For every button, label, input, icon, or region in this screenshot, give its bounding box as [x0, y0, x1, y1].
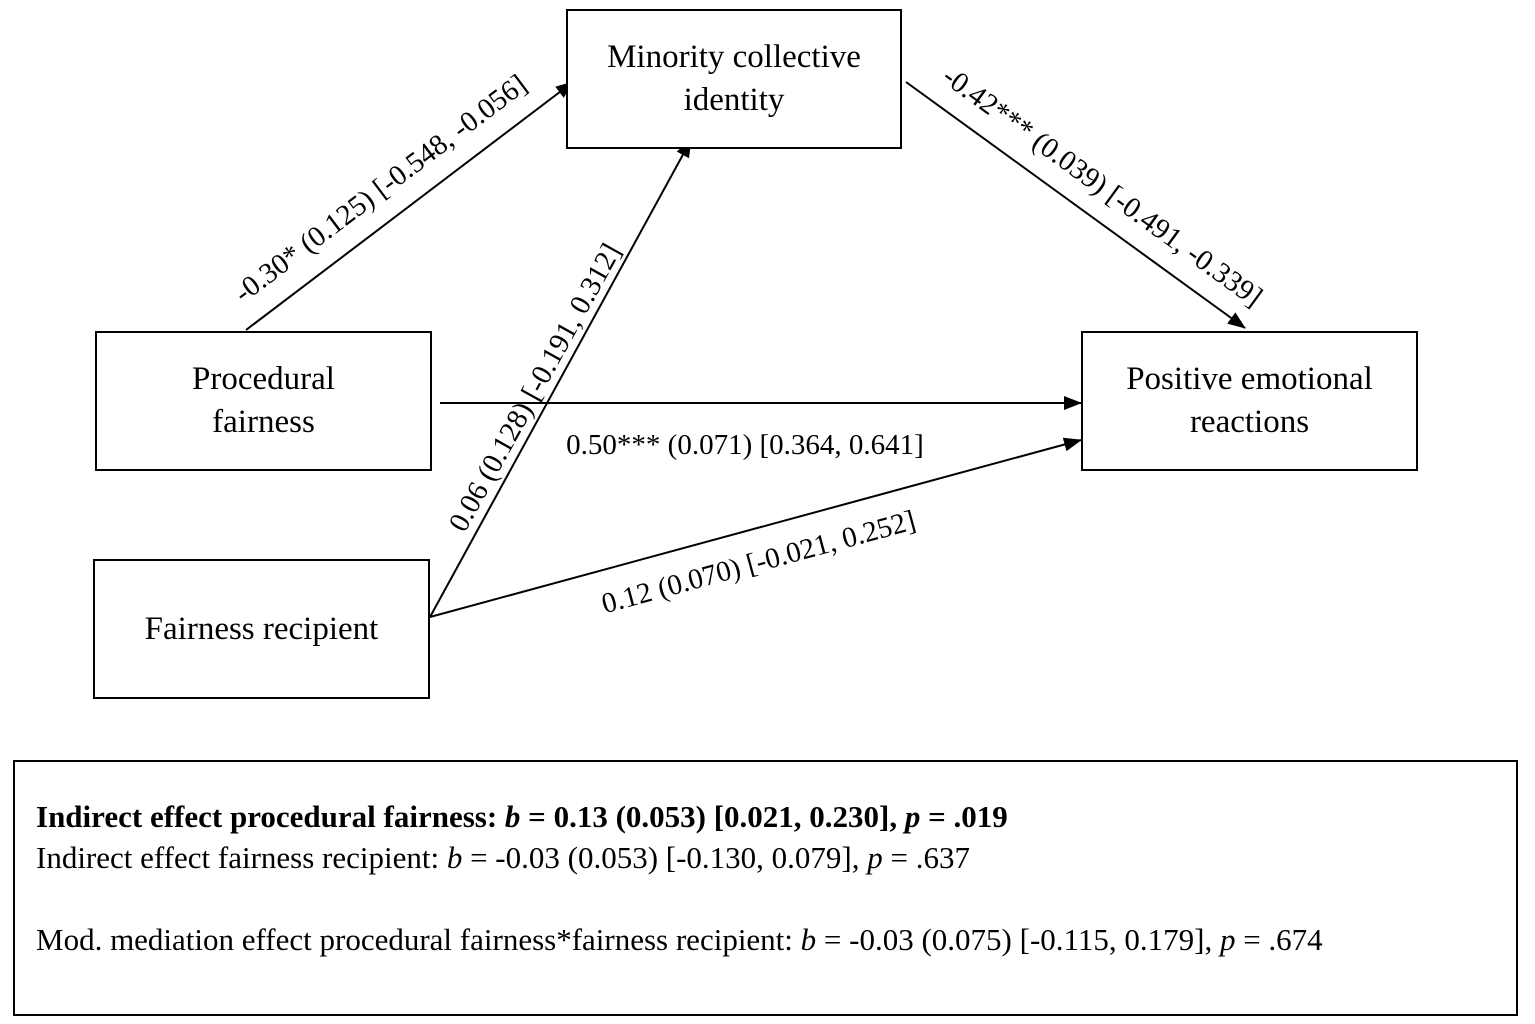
mediation-diagram: -0.30* (0.125) [-0.548, -0.056] -0.42***…	[93, 9, 1418, 699]
indirect-effect-procedural-line: Indirect effect procedural fairness: b =…	[36, 799, 1008, 834]
indirect-effect-recipient-line: Indirect effect fairness recipient: b = …	[36, 840, 970, 875]
effects-summary-box: Indirect effect procedural fairness: b =…	[13, 760, 1518, 1016]
node-label-line: Fairness recipient	[144, 610, 379, 647]
path-arrows: -0.30* (0.125) [-0.548, -0.056] -0.42***…	[228, 60, 1268, 620]
label-procedural-to-positive: 0.50*** (0.071) [0.364, 0.641]	[566, 429, 924, 461]
summary-spacer	[36, 878, 1516, 919]
node-label-line: identity	[683, 82, 785, 118]
node-positive-emotional-reactions: Positive emotional reactions	[1081, 331, 1418, 471]
arrow-recipient-to-positive	[429, 437, 1082, 618]
node-label-line: reactions	[1189, 404, 1310, 440]
node-label-line: fairness	[212, 404, 315, 440]
label-minority-to-positive: -0.42*** (0.039) [-0.491, -0.339]	[936, 60, 1268, 313]
moderated-mediation-line: Mod. mediation effect procedural fairnes…	[36, 922, 1323, 957]
node-procedural-fairness: Procedural fairness	[95, 331, 432, 471]
arrow-recipient-to-minority	[429, 139, 692, 618]
node-label-line: Procedural	[192, 361, 335, 398]
arrow-procedural-to-minority	[245, 81, 574, 331]
node-fairness-recipient: Fairness recipient	[93, 559, 430, 699]
label-recipient-to-minority: 0.06 (0.128) [-0.191, 0.312]	[443, 238, 628, 537]
node-label-line: Minority collective	[607, 39, 861, 76]
label-procedural-to-minority: -0.30* (0.125) [-0.548, -0.056]	[228, 68, 533, 309]
label-recipient-to-positive: 0.12 (0.070) [-0.021, 0.252]	[598, 504, 919, 620]
node-label-line: Positive emotional	[1126, 361, 1373, 398]
node-minority-collective-identity: Minority collective identity	[566, 9, 902, 149]
arrow-minority-to-positive	[905, 81, 1246, 329]
